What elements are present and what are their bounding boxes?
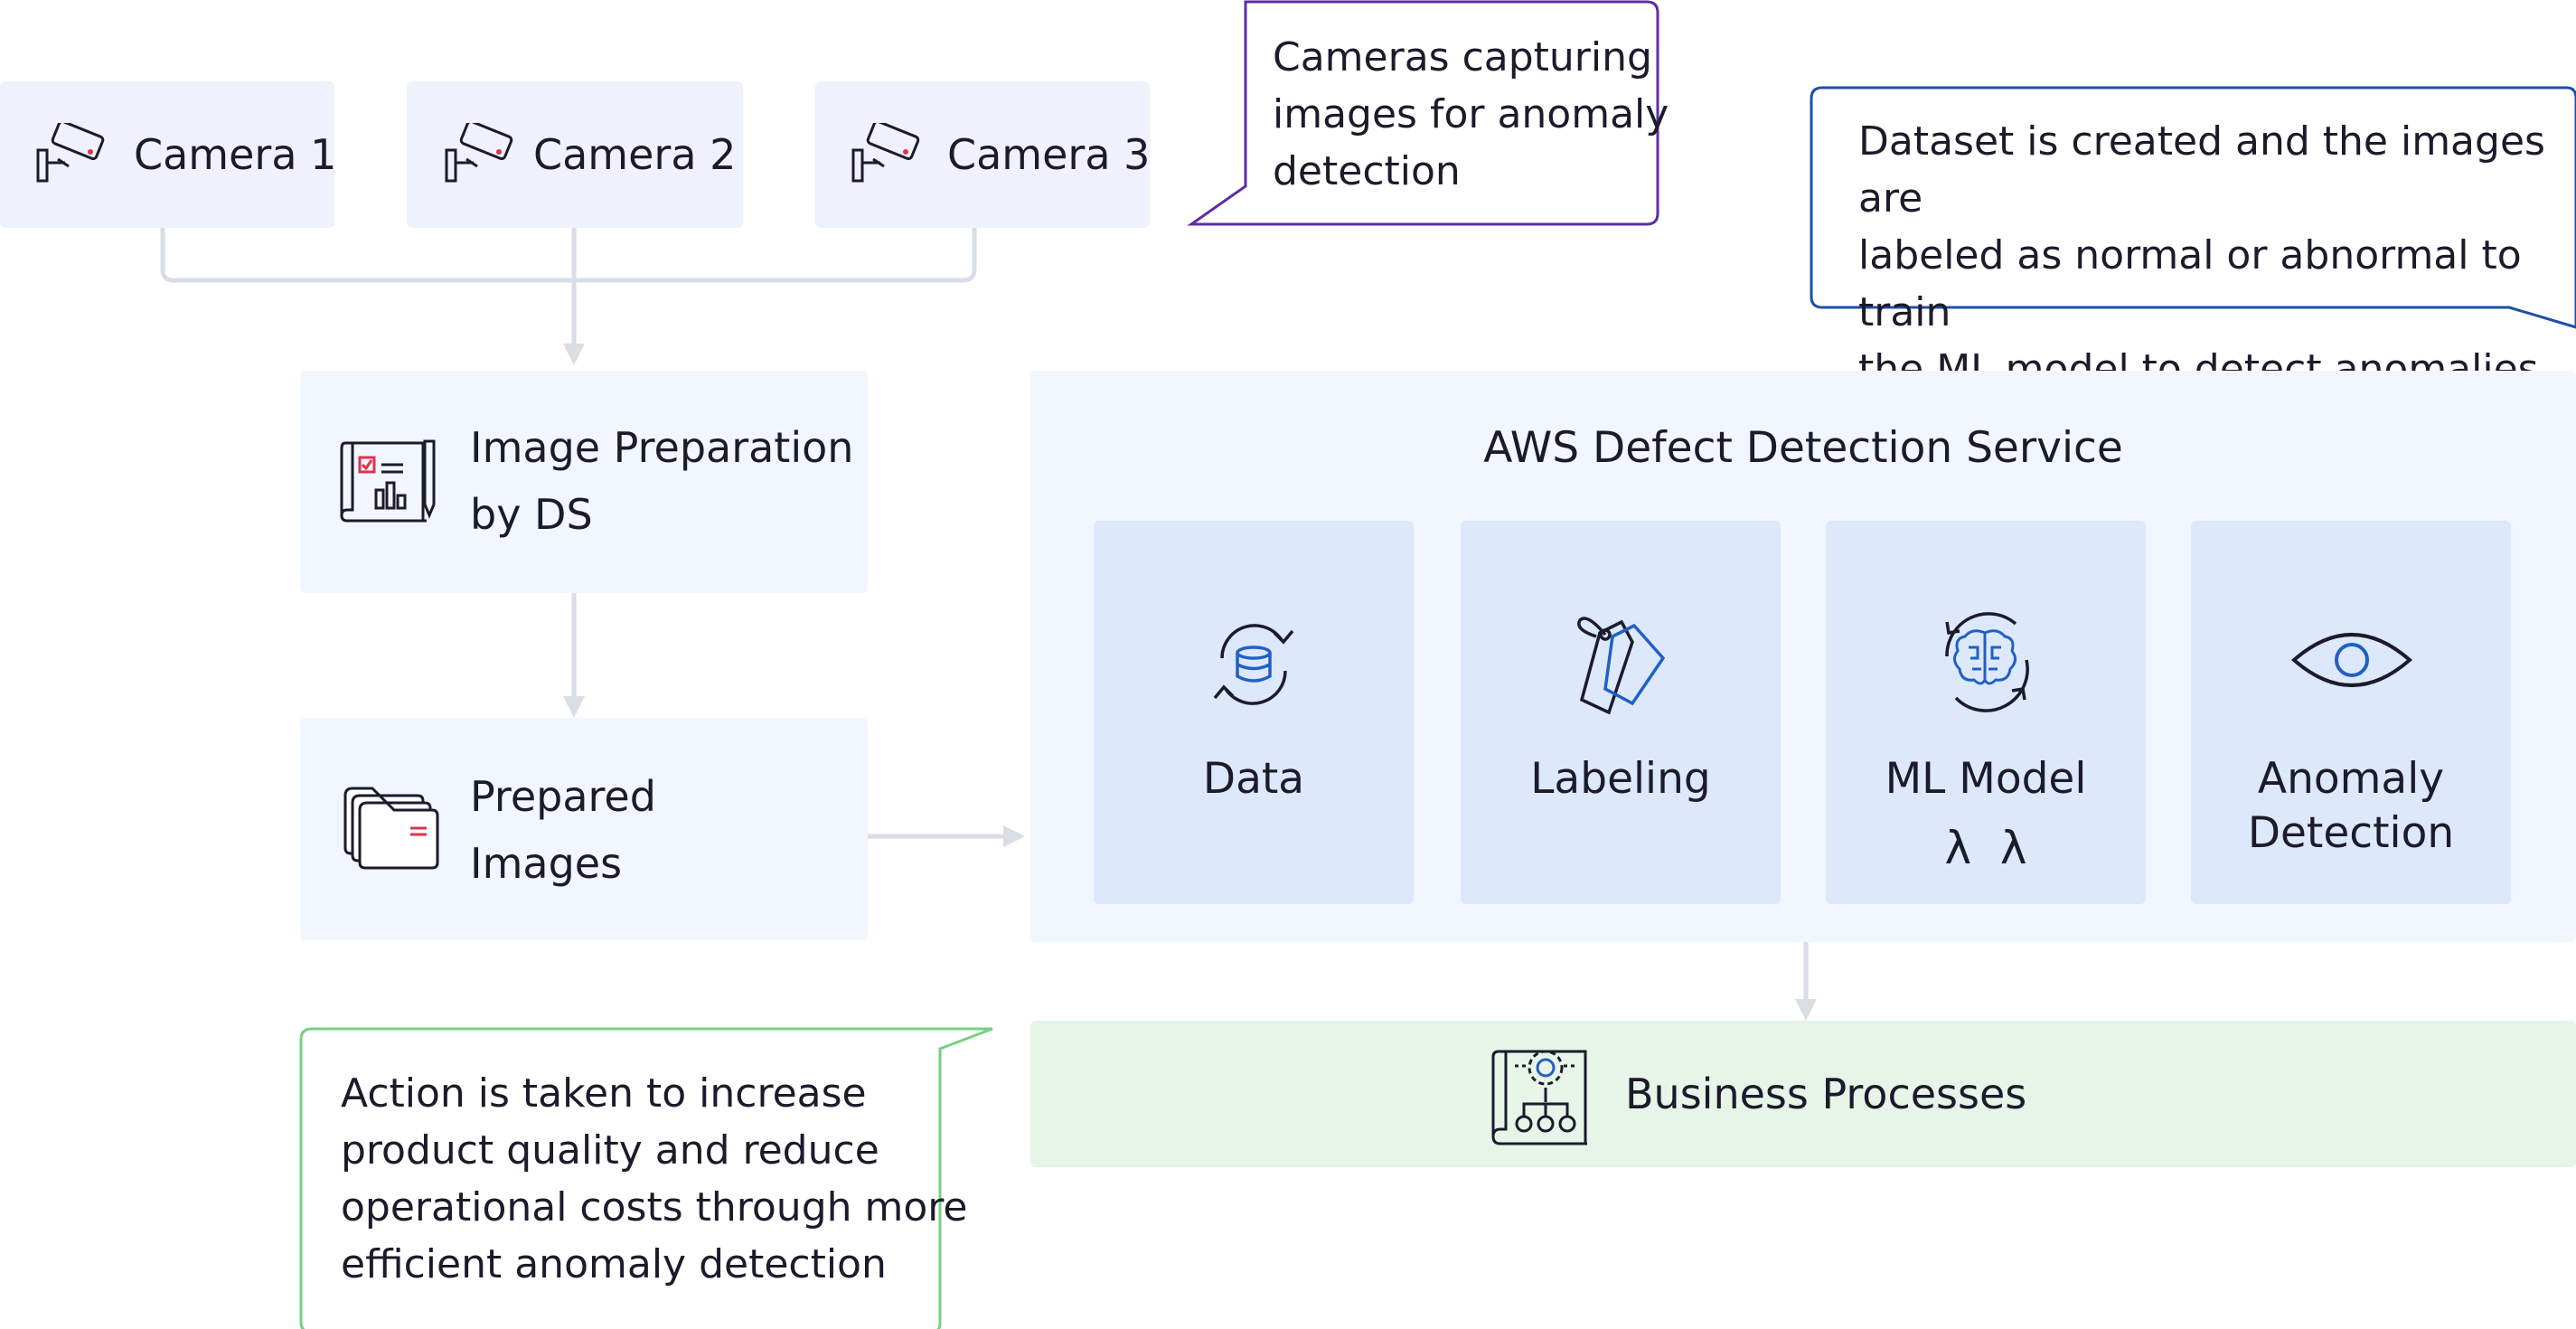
camera-label: Camera 2 (533, 130, 737, 179)
security-camera-icon (36, 123, 105, 183)
blueprint-chart-icon (340, 439, 436, 523)
callout-line: Action is taken to increase (341, 1070, 867, 1117)
callout-action-outline (299, 1027, 993, 1329)
image-preparation-box: Image Preparation by DS (300, 371, 868, 593)
service-card-labeling: Labeling (1461, 521, 1781, 904)
service-card-ml-model: ML Model λ λ (1826, 521, 2146, 904)
image-preparation-label: Image Preparation by DS (470, 414, 853, 548)
prepared-images-box: Prepared Images (300, 718, 868, 940)
callout-line: labeled as normal or abnormal to train (1858, 232, 2522, 335)
callout-dataset-outline (1810, 86, 2576, 329)
camera-label: Camera 3 (947, 130, 1151, 179)
callout-action-text: Action is taken to increase product qual… (341, 1065, 967, 1293)
service-card-data: Data (1094, 521, 1414, 904)
security-camera-icon (851, 123, 920, 183)
business-processes-label: Business Processes (1625, 1070, 2027, 1118)
tag-icon (1577, 617, 1666, 715)
security-camera-icon (445, 123, 513, 183)
stage-line: Images (470, 839, 623, 888)
camera-bus-connector (160, 228, 977, 283)
process-blueprint-icon (1491, 1050, 1587, 1145)
card-label: Labeling (1530, 754, 1711, 804)
database-sync-icon (1213, 624, 1294, 705)
business-processes-box: Business Processes (1030, 1021, 2576, 1167)
service-title: AWS Defect Detection Service (1483, 423, 2123, 473)
callout-dataset-text: Dataset is created and the images are la… (1858, 113, 2576, 398)
camera-1-box: Camera 1 (0, 81, 337, 228)
card-label: Anomaly (2257, 754, 2445, 804)
eye-icon (2290, 633, 2413, 687)
callout-line: images for anomaly (1273, 91, 1669, 137)
brain-cycle-icon (1945, 612, 2029, 712)
service-card-anomaly-detection: Anomaly Detection (2191, 521, 2511, 904)
stage-line: Prepared (470, 772, 656, 821)
camera-3-box: Camera 3 (815, 81, 1150, 228)
lambda-symbols: λ λ (1944, 822, 2027, 874)
stage-line: by DS (470, 490, 593, 539)
aws-service-box: AWS Defect Detection Service Data (1030, 371, 2576, 942)
camera-label: Camera 1 (134, 130, 337, 179)
card-label: Data (1202, 754, 1305, 804)
callout-cameras-text: Cameras capturing images for anomaly det… (1273, 29, 1669, 200)
callout-line: efficient anomaly detection (341, 1241, 887, 1287)
stage-line: Image Preparation (470, 423, 854, 472)
callout-line: detection (1273, 148, 1461, 194)
card-label: ML Model (1885, 754, 2087, 804)
card-label: Detection (2247, 808, 2455, 858)
folders-icon (343, 787, 439, 870)
callout-cameras-outline (1187, 0, 1659, 226)
callout-line: Cameras capturing (1273, 34, 1652, 80)
callout-line: operational costs through more (341, 1184, 968, 1230)
callout-line: Dataset is created and the images are (1858, 118, 2545, 222)
camera-2-box: Camera 2 (407, 81, 743, 228)
callout-line: product quality and reduce (341, 1127, 879, 1173)
prepared-images-label: Prepared Images (470, 763, 656, 897)
